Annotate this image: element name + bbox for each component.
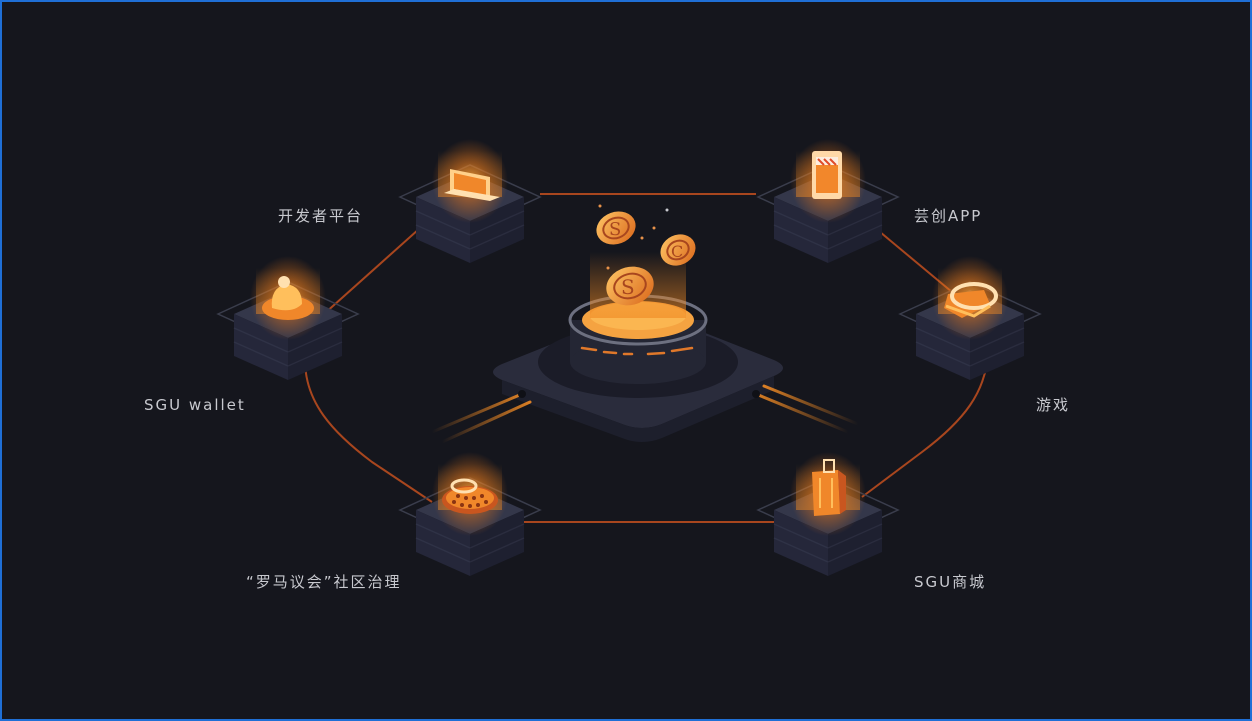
phone-icon [812, 151, 842, 199]
shopping-bag-icon [812, 459, 846, 516]
node-yunchuang-app [757, 139, 899, 264]
center-platform [430, 252, 860, 444]
colosseum-icon [442, 478, 498, 514]
label-game: 游戏 [1036, 396, 1071, 414]
svg-text:S: S [609, 219, 621, 240]
node-game [899, 256, 1041, 381]
node-mall [757, 452, 899, 577]
node-developer-platform [399, 139, 541, 264]
laptop-icon [444, 169, 500, 201]
svg-text:S: S [621, 275, 635, 299]
label-wallet: SGU wallet [144, 396, 246, 414]
coin-stack-icon: S C S [596, 204, 696, 306]
label-mall: SGU商城 [914, 573, 987, 591]
vr-headset-icon [944, 282, 998, 318]
label-yunchuang-app: 芸创APP [914, 207, 983, 225]
money-bag-icon [262, 276, 314, 320]
node-governance [399, 452, 541, 577]
label-developer-platform: 开发者平台 [278, 207, 364, 225]
svg-text:C: C [671, 242, 683, 261]
label-governance: “罗马议会”社区治理 [246, 573, 402, 591]
node-wallet [217, 256, 359, 381]
